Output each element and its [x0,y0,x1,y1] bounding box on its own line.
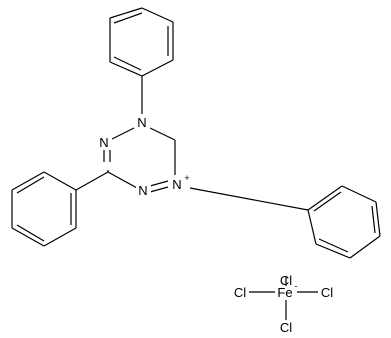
atom-n1: N [137,115,146,130]
chlorine-top: Cl [280,273,292,288]
bond-n4-phenyl [189,187,309,211]
atom-n3: N [138,183,147,198]
phenyl-ring-top [109,7,174,77]
phenyl-ring-right [307,185,381,259]
phenyl-ring-left [11,171,77,247]
atom-n2: N [99,135,108,150]
iron-charge: - [295,281,298,291]
chlorine-right: Cl [321,285,333,300]
chlorine-left: Cl [234,285,246,300]
iron-atom: Fe [277,285,292,300]
tetrazine-ring [103,127,176,193]
atom-n4: N [172,177,181,192]
chlorine-bottom: Cl [280,320,292,335]
n4-charge: + [184,173,189,183]
ferrate-bonds [249,276,318,320]
atom-labels: N N N N + Cl Cl Fe - Cl Cl [97,114,333,335]
bond-c3-phenyl [75,171,109,191]
